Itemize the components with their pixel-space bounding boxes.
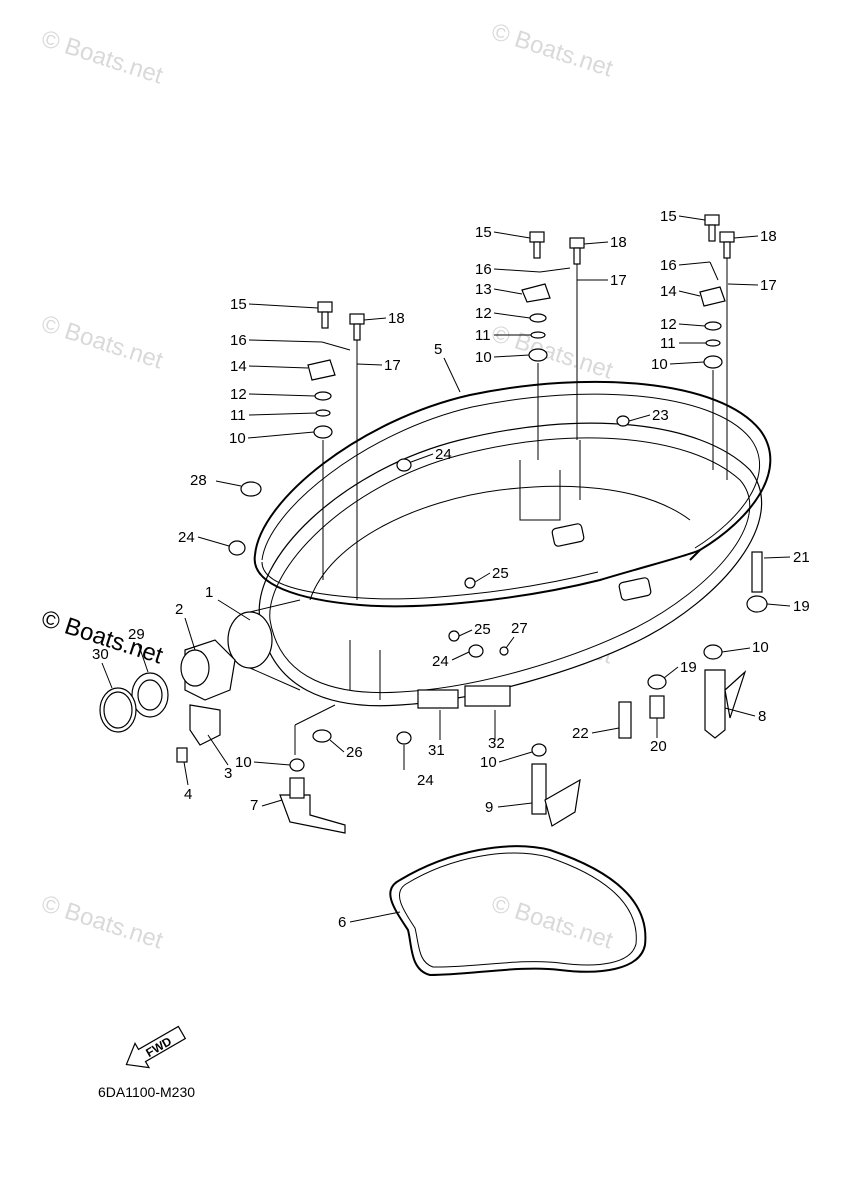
callout-18-middle: 18 xyxy=(610,234,627,251)
watermark-mid-right: © Boats.net xyxy=(488,320,616,385)
diagram-code: 6DA1100-M230 xyxy=(98,1084,195,1100)
callout-9: 9 xyxy=(485,799,493,816)
callout-18-right: 18 xyxy=(760,228,777,245)
callout-7: 7 xyxy=(250,797,258,814)
callout-4: 4 xyxy=(184,786,192,803)
watermark-bottom-right: © Boats.net xyxy=(488,890,616,955)
watermark-bottom-left: © Boats.net xyxy=(38,890,166,955)
callout-24-top: 24 xyxy=(435,446,452,463)
callout-17-left: 17 xyxy=(384,357,401,374)
callout-18-left: 18 xyxy=(388,310,405,327)
callout-25-upper: 25 xyxy=(492,565,509,582)
callout-23: 23 xyxy=(652,407,669,424)
callout-11-left: 11 xyxy=(230,407,246,424)
callout-20: 20 xyxy=(650,738,667,755)
callout-27: 27 xyxy=(511,620,528,637)
callout-16-left: 16 xyxy=(230,332,247,349)
callout-12-middle: 12 xyxy=(475,305,492,322)
cowling-seal xyxy=(253,380,772,608)
watermark-mid-left: © Boats.net xyxy=(38,310,166,375)
callout-12-left: 12 xyxy=(230,386,247,403)
callout-14-right: 14 xyxy=(660,283,677,300)
watermark-top-right: © Boats.net xyxy=(488,18,616,83)
callout-1: 1 xyxy=(205,584,213,601)
callout-17-right: 17 xyxy=(760,277,777,294)
fwd-arrow: FWD xyxy=(125,1025,187,1069)
callout-8: 8 xyxy=(758,708,766,725)
callout-10-lever7: 10 xyxy=(235,754,252,771)
callout-15-middle: 15 xyxy=(475,224,492,241)
callout-29: 29 xyxy=(128,626,145,643)
bottom-gasket xyxy=(389,845,647,977)
watermark-top-left: © Boats.net xyxy=(38,25,166,90)
callout-24-left: 24 xyxy=(178,529,195,546)
callout-11-right: 11 xyxy=(660,335,676,352)
callouts: 1 2 3 4 5 6 7 8 9 10 10 10 10 10 10 11 1… xyxy=(92,208,810,931)
callout-16-middle: 16 xyxy=(475,261,492,278)
callout-10-right: 10 xyxy=(651,356,668,373)
callout-3: 3 xyxy=(224,765,232,782)
callout-14-left: 14 xyxy=(230,358,247,375)
callout-15-right: 15 xyxy=(660,208,677,225)
callout-28: 28 xyxy=(190,472,207,489)
callout-2: 2 xyxy=(175,601,183,618)
callout-11-middle: 11 xyxy=(475,327,491,344)
callout-17-middle: 17 xyxy=(610,272,627,289)
callout-5: 5 xyxy=(434,341,442,358)
callout-31: 31 xyxy=(428,742,445,759)
callout-22: 22 xyxy=(572,725,589,742)
callout-16-right: 16 xyxy=(660,257,677,274)
callout-6: 6 xyxy=(338,914,346,931)
callout-30: 30 xyxy=(92,646,109,663)
callout-15-left: 15 xyxy=(230,296,247,313)
callout-19-right: 19 xyxy=(793,598,810,615)
callout-12-right: 12 xyxy=(660,316,677,333)
callout-24-mid: 24 xyxy=(432,653,449,670)
callout-25-lower: 25 xyxy=(474,621,491,638)
callout-26: 26 xyxy=(346,744,363,761)
callout-13: 13 xyxy=(475,281,492,298)
callout-32: 32 xyxy=(488,735,505,752)
lower-cowling xyxy=(227,422,763,709)
callout-10-left: 10 xyxy=(229,430,246,447)
callout-10-middle: 10 xyxy=(475,349,492,366)
callout-24-bottom: 24 xyxy=(417,772,434,789)
callout-21: 21 xyxy=(793,549,810,566)
callout-10-side: 10 xyxy=(752,639,769,656)
callout-10-lever9: 10 xyxy=(480,754,497,771)
callout-19-side: 19 xyxy=(680,659,697,676)
